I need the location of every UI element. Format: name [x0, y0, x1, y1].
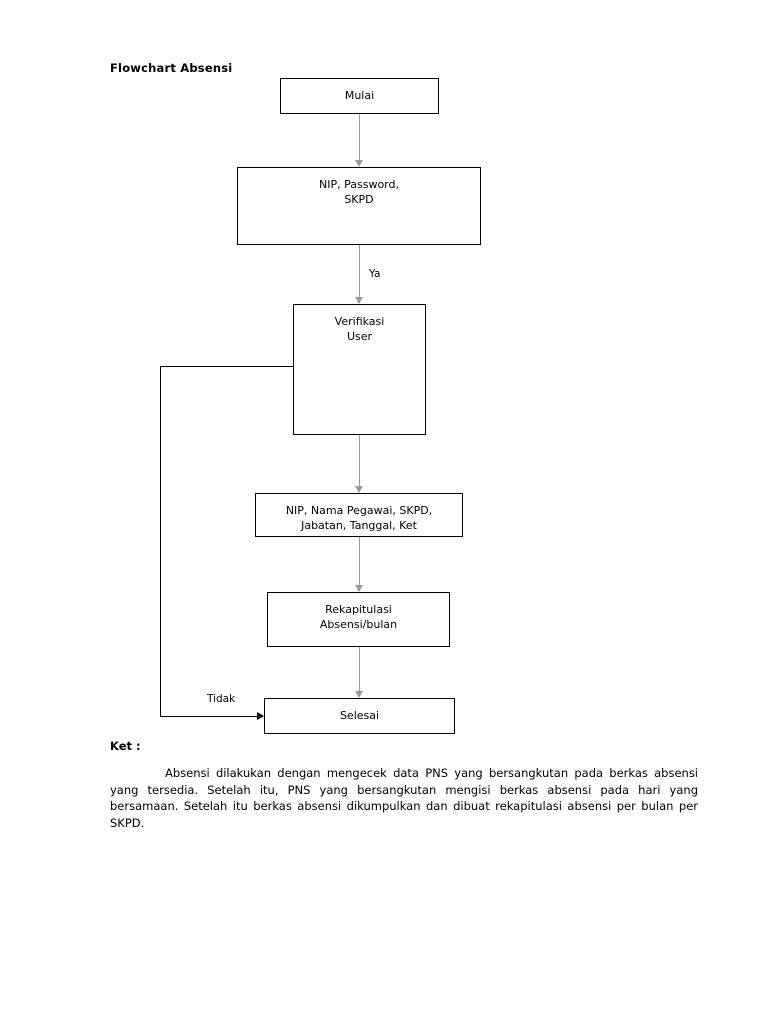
- connector-feedback-left: [160, 366, 161, 716]
- arrow-verifikasi-to-data: [355, 486, 363, 493]
- flow-node-mulai: Mulai: [280, 78, 439, 114]
- flow-node-rekapitulasi: Rekapitulasi Absensi/bulan: [267, 592, 450, 647]
- edge-label-tidak: Tidak: [207, 693, 236, 705]
- flow-node-data-label: NIP, Nama Pegawai, SKPD, Jabatan, Tangga…: [285, 504, 433, 532]
- arrow-feedback-to-selesai: [257, 712, 264, 720]
- arrow-input-to-verifikasi: [355, 297, 363, 304]
- connector-input-to-verifikasi: [359, 245, 360, 297]
- flow-node-input-label: NIP, Password, SKPD: [319, 178, 399, 206]
- flow-node-data: NIP, Nama Pegawai, SKPD, Jabatan, Tangga…: [255, 493, 463, 537]
- arrow-mulai-to-input: [355, 160, 363, 167]
- flow-node-verifikasi-label: Verifikasi User: [334, 315, 385, 343]
- edge-label-ya: Ya: [369, 268, 381, 280]
- flow-node-mulai-label: Mulai: [344, 89, 375, 102]
- connector-data-to-rekapitulasi: [359, 537, 360, 585]
- flow-node-selesai-label: Selesai: [339, 709, 380, 722]
- notes-body: Absensi dilakukan dengan mengecek data P…: [110, 766, 698, 830]
- connector-verifikasi-to-data: [359, 435, 360, 486]
- connector-feedback-top: [160, 366, 294, 367]
- connector-mulai-to-input: [359, 114, 360, 160]
- page-title: Flowchart Absensi: [110, 61, 233, 75]
- connector-feedback-bottom: [160, 716, 257, 717]
- connector-rekapitulasi-to-selesai: [359, 647, 360, 691]
- arrow-rekapitulasi-to-selesai: [355, 691, 363, 698]
- flow-node-selesai: Selesai: [264, 698, 455, 734]
- flow-node-verifikasi: Verifikasi User: [293, 304, 426, 435]
- flow-node-rekapitulasi-label: Rekapitulasi Absensi/bulan: [319, 603, 398, 631]
- arrow-data-to-rekapitulasi: [355, 585, 363, 592]
- flow-node-input: NIP, Password, SKPD: [237, 167, 481, 245]
- notes-heading: Ket :: [110, 739, 141, 753]
